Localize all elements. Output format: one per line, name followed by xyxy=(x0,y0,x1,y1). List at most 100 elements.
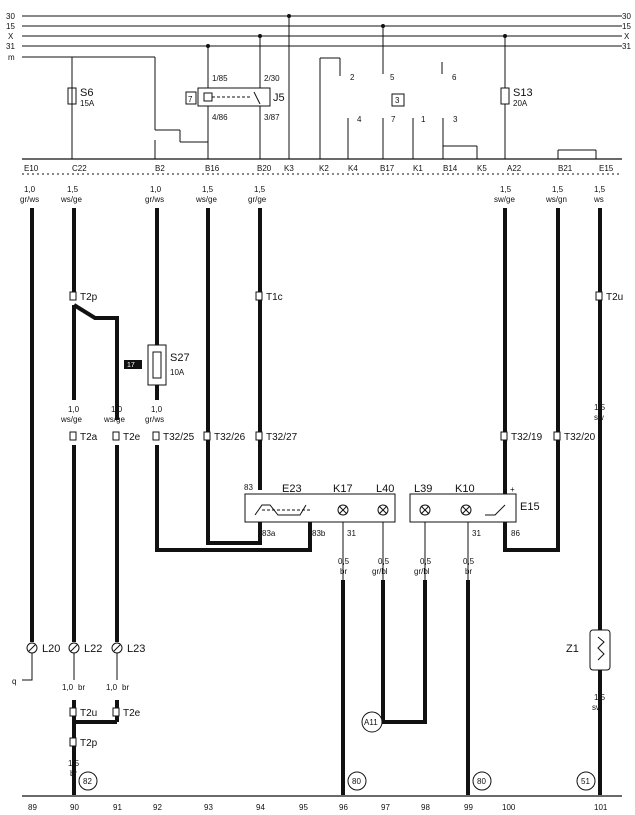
relay-pin-4-86: 4/86 xyxy=(212,113,228,122)
fuse-s13-rating: 20A xyxy=(513,99,528,108)
plug-markers xyxy=(69,291,603,747)
plug-t2u-bottom: T2u xyxy=(80,708,97,719)
harness-wires xyxy=(30,208,602,795)
connector-b17: B17 xyxy=(380,164,395,173)
fuse-s13: S13 20A xyxy=(500,36,533,159)
wire-labels-mid: 1,0 ws/ge 1,0 ws/ge 1,0 gr/ws 1,5 sw xyxy=(60,403,606,424)
circled-references: 82 80 80 51 xyxy=(78,771,596,791)
component-l39: L39 xyxy=(414,483,432,495)
pin-86: 86 xyxy=(511,529,520,538)
fuse-s6-rating: 15A xyxy=(80,99,95,108)
fuse-s6: S6 15A xyxy=(67,57,95,159)
w74b-color: ws/ge xyxy=(60,415,82,424)
connector-k3: K3 xyxy=(284,164,294,173)
relay-slot: 7 xyxy=(188,95,193,104)
w157-gauge: 1,0 xyxy=(150,185,162,194)
l40out-gauge: 0,5 xyxy=(378,557,390,566)
line-m-routing xyxy=(154,57,208,159)
ref-51: 51 xyxy=(581,777,590,786)
l39out-color: gr/bl xyxy=(414,567,430,576)
w600b-color: sw xyxy=(594,413,604,422)
w208-color: ws/ge xyxy=(195,195,217,204)
ref-80-right: 80 xyxy=(477,777,486,786)
switch-p7: 7 xyxy=(391,115,396,124)
w157b-gauge: 1,0 xyxy=(151,405,163,414)
footer-94: 94 xyxy=(256,803,265,812)
rail-label-15: 15 xyxy=(6,22,15,31)
k17out-color: br xyxy=(340,567,347,576)
footer-97: 97 xyxy=(381,803,390,812)
w32-color: gr/ws xyxy=(20,195,39,204)
plug-t2e-bottom: T2e xyxy=(123,708,141,719)
switch-p5: 5 xyxy=(390,73,395,82)
connector-labels: E10 C22 B2 B16 B20 K3 K2 K4 B17 K1 B14 K… xyxy=(24,164,614,173)
plug-t32-19: T32/19 xyxy=(511,432,543,443)
w32-gauge: 1,0 xyxy=(24,185,36,194)
connector-k4: K4 xyxy=(348,164,358,173)
plug-t32-27: T32/27 xyxy=(266,432,298,443)
k17out-gauge: 0,5 xyxy=(338,557,350,566)
w208-gauge: 1,5 xyxy=(202,185,214,194)
switch-block: 2 5 6 3 4 7 1 3 xyxy=(319,26,478,159)
k10out-gauge: 0,5 xyxy=(463,557,475,566)
component-e23: E23 xyxy=(282,483,302,495)
ref-82: 82 xyxy=(83,777,92,786)
w117b-color: ws/ge xyxy=(103,415,125,424)
fuse-s27-name: S27 xyxy=(170,352,190,364)
w157b-color: gr/ws xyxy=(145,415,164,424)
rail-label-30-right: 30 xyxy=(622,12,631,21)
rail-label-31: 31 xyxy=(6,42,15,51)
pin-31-right: 31 xyxy=(472,529,481,538)
connector-b21: B21 xyxy=(558,164,573,173)
ref-80-left: 80 xyxy=(352,777,361,786)
connector-e10: E10 xyxy=(24,164,39,173)
relay-pin-3-87: 3/87 xyxy=(264,113,280,122)
switch-module-left: 83 E23 K17 L40 83a 83b 31 xyxy=(244,483,396,580)
footer-95: 95 xyxy=(299,803,308,812)
w260-gauge: 1,5 xyxy=(254,185,266,194)
rail-junctions xyxy=(206,14,507,48)
plug-t32-20: T32/20 xyxy=(564,432,596,443)
rail-label-15-right: 15 xyxy=(622,22,631,31)
lamp23-out-color: br xyxy=(122,683,129,692)
w600b-gauge: 1,5 xyxy=(594,403,606,412)
ref-a11-label: A11 xyxy=(364,718,378,727)
l39out-gauge: 0,5 xyxy=(420,557,432,566)
footer-scale: 89 90 91 92 93 94 95 96 97 98 99 100 101 xyxy=(22,795,622,812)
component-l23: L23 xyxy=(127,643,145,655)
connector-b14: B14 xyxy=(443,164,458,173)
lamp22-out-color: br xyxy=(78,683,85,692)
plug-t2p-top: T2p xyxy=(80,292,98,303)
switch-p2: 2 xyxy=(350,73,355,82)
switch-module-right: L39 K10 E15 + 31 86 xyxy=(409,483,540,580)
switch-p1: 1 xyxy=(421,115,426,124)
fuse-s13-name: S13 xyxy=(513,87,533,99)
component-z1: Z1 xyxy=(566,643,579,655)
plug-t2e: T2e xyxy=(123,432,141,443)
supply-rails: 30 15 X 31 m 30 15 X 31 xyxy=(6,12,631,62)
component-l22: L22 xyxy=(84,643,102,655)
plug-t2p-bottom: T2p xyxy=(80,738,98,749)
pin-plus: + xyxy=(510,485,515,494)
pin-83a: 83a xyxy=(262,529,276,538)
lamp22-out-gauge: 1,0 xyxy=(62,683,74,692)
w74-color: ws/ge xyxy=(60,195,82,204)
relay-pin-1-85: 1/85 xyxy=(212,74,228,83)
w558-color: ws/gn xyxy=(545,195,567,204)
pin-83: 83 xyxy=(244,483,253,492)
relay-name: J5 xyxy=(273,92,285,104)
plug-labels: T2p T1c T2u T2a T2e T32/25 T32/26 T32/27… xyxy=(80,292,623,749)
relay-j5: 7 J5 1/85 2/30 4/86 3/87 xyxy=(185,36,285,159)
footer-100: 100 xyxy=(502,803,516,812)
w117b-gauge: 1,0 xyxy=(111,405,123,414)
w260-color: gr/ge xyxy=(248,195,267,204)
connector-b2: B2 xyxy=(155,164,165,173)
w600-gauge: 1,5 xyxy=(594,185,606,194)
component-e15: E15 xyxy=(520,501,540,513)
central-electrics-bar xyxy=(22,158,622,175)
component-k10: K10 xyxy=(455,483,475,495)
w74-gauge: 1,5 xyxy=(67,185,79,194)
b21-e15-bridge xyxy=(557,149,597,159)
l40out-color: gr/bl xyxy=(372,567,388,576)
